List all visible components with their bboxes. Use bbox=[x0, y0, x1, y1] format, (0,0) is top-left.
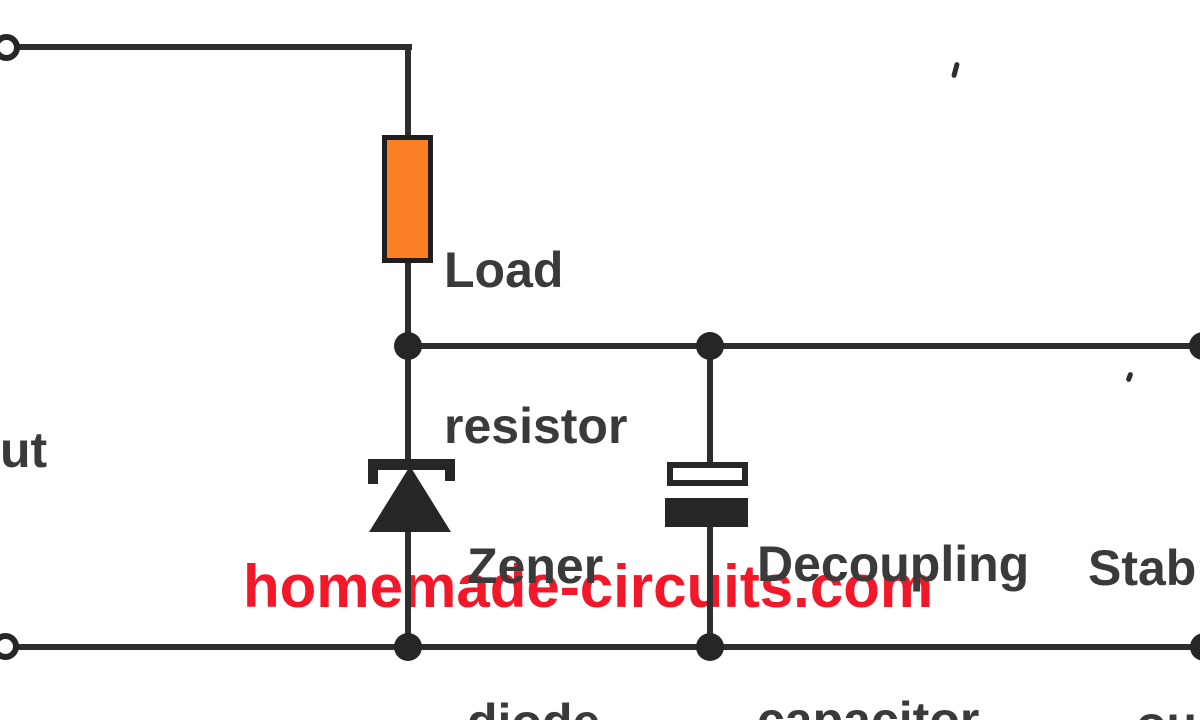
wire-resistor-to-node bbox=[405, 258, 411, 350]
wire-middle-rail bbox=[408, 343, 1200, 349]
wire-top-rail bbox=[14, 44, 412, 50]
load-resistor-label: Load resistor bbox=[444, 242, 628, 454]
scan-artifact-mark-top bbox=[951, 61, 960, 79]
junction-dot-zener-bottom bbox=[394, 633, 422, 661]
load-resistor-body bbox=[382, 135, 433, 263]
output-dot-middle-partial bbox=[1189, 332, 1200, 360]
input-terminal-top-icon bbox=[0, 34, 20, 61]
input-label-partial: ut bbox=[0, 422, 48, 478]
decoupling-capacitor-label: Decoupling capacitor bbox=[757, 536, 1030, 720]
wire-bottom-rail bbox=[12, 644, 1200, 650]
capacitor-bottom-plate-icon bbox=[665, 498, 748, 527]
zener-cathode-bar-icon bbox=[368, 459, 455, 470]
wire-capacitor-to-bottom bbox=[707, 524, 713, 650]
stabilized-output-label-partial: Stab ou bbox=[1088, 540, 1197, 720]
output-dot-bottom-partial bbox=[1190, 633, 1200, 661]
wire-zener-to-bottom bbox=[405, 528, 411, 650]
wire-node-to-zener bbox=[405, 346, 411, 464]
junction-dot-capacitor-bottom bbox=[696, 633, 724, 661]
input-terminal-bottom-icon bbox=[0, 633, 19, 660]
wire-node-to-capacitor bbox=[707, 346, 713, 466]
junction-dot-zener-top bbox=[394, 332, 422, 360]
zener-triangle-icon bbox=[369, 466, 451, 532]
zener-diode-label: Zener diode bbox=[467, 538, 604, 720]
watermark-text: homemade-circuits.com bbox=[243, 553, 934, 620]
scan-artifact-mark-middle bbox=[1125, 371, 1134, 383]
junction-dot-capacitor-top bbox=[696, 332, 724, 360]
wire-top-corner-drop bbox=[405, 44, 411, 140]
capacitor-top-plate-icon bbox=[667, 462, 748, 486]
